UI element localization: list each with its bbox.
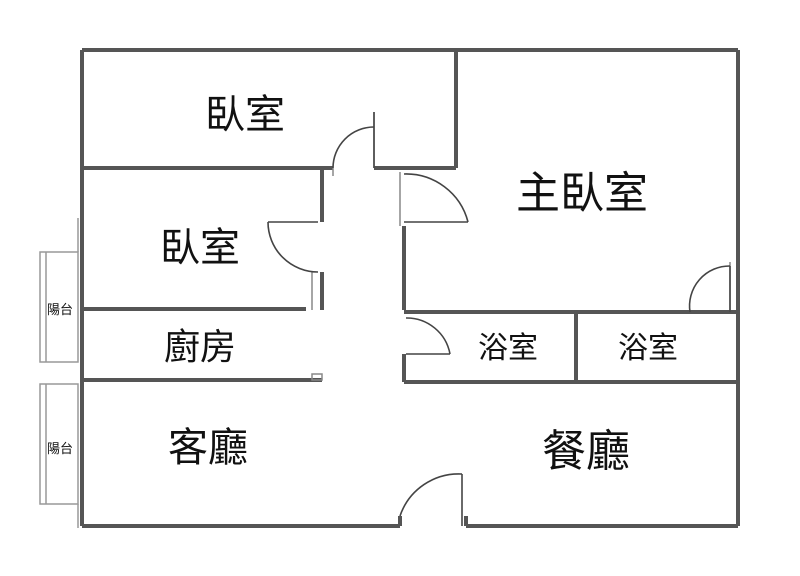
balcony-label-2: 陽台 <box>47 442 74 457</box>
room-label-master-bedroom: 主臥室 <box>516 168 648 219</box>
room-label-kitchen: 廚房 <box>164 327 237 368</box>
interior-walls <box>82 50 738 526</box>
door-swings <box>267 112 731 526</box>
room-label-living-room: 客廳 <box>168 425 248 471</box>
balcony-outlines <box>39 218 79 528</box>
door-master-bath <box>688 265 731 313</box>
balcony-label-1: 陽台 <box>47 303 74 318</box>
door-bathroom <box>405 317 451 355</box>
door-master-bedroom <box>403 173 469 223</box>
balcony-1-outline <box>39 251 79 363</box>
room-label-bathroom-1: 浴室 <box>478 331 538 366</box>
room-label-dining-room: 餐廳 <box>542 426 630 477</box>
door-bedroom-mid <box>267 221 319 273</box>
room-label-bathroom-2: 浴室 <box>618 331 678 366</box>
door-entrance <box>399 473 463 526</box>
room-label-bedroom-mid: 臥室 <box>160 225 240 271</box>
outer-walls <box>80 48 740 528</box>
room-label-bedroom-top: 臥室 <box>205 92 285 138</box>
door-bedroom-top <box>332 112 375 169</box>
balcony-2-outline <box>39 383 79 505</box>
